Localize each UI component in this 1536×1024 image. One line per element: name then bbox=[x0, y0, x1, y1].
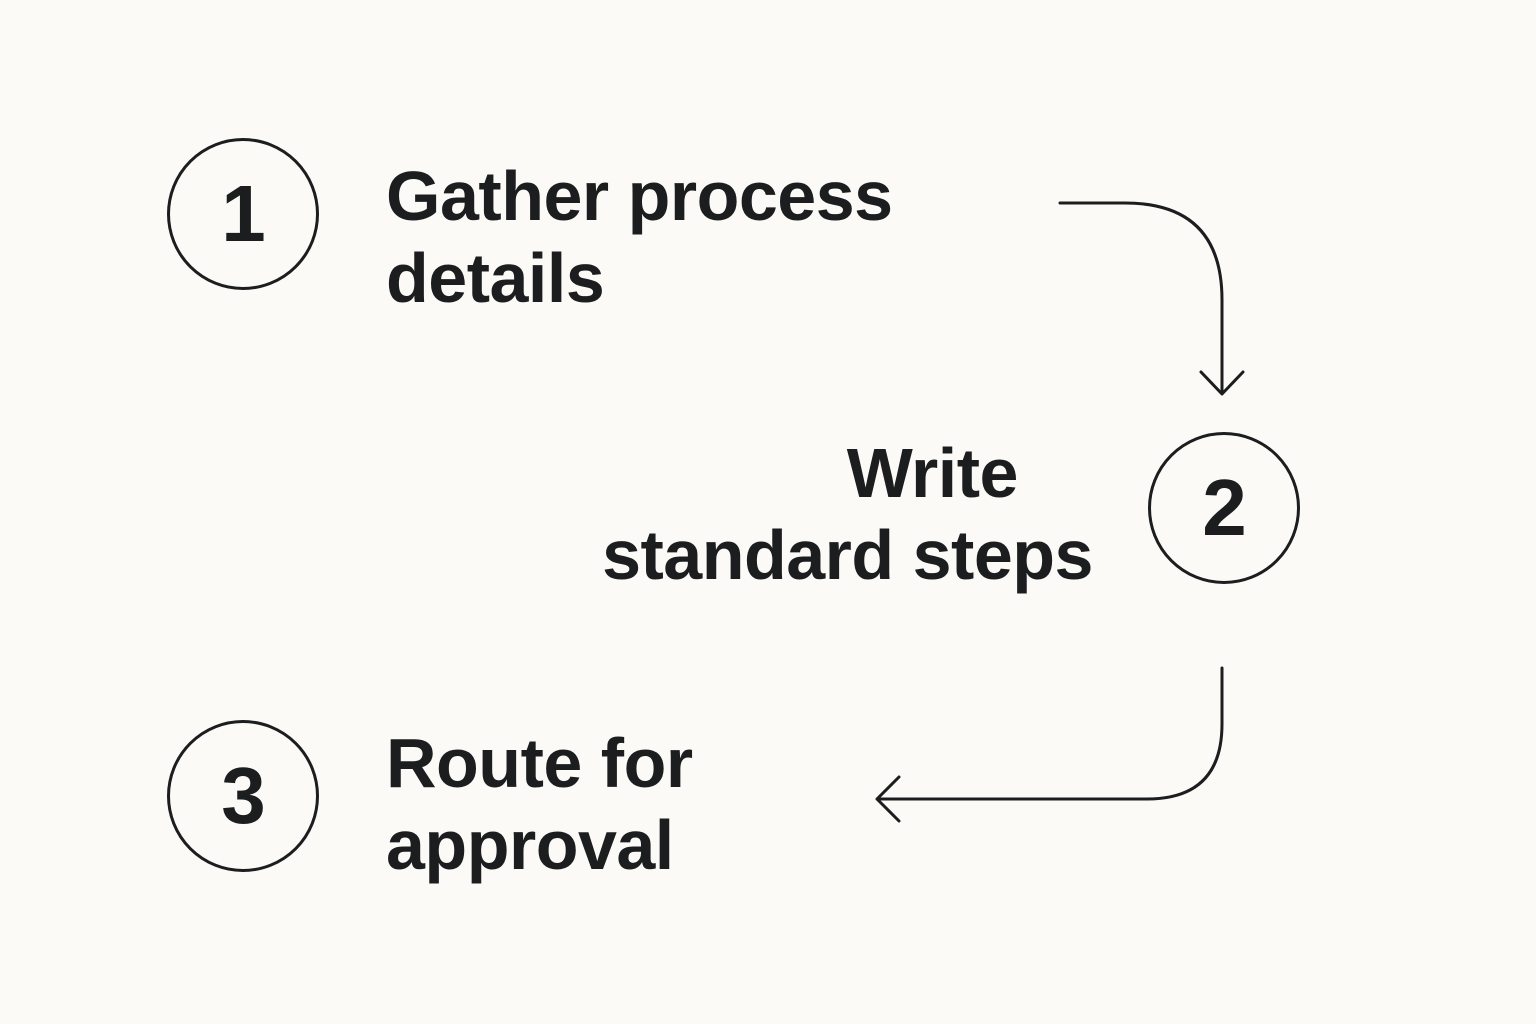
step-3-number: 3 bbox=[221, 751, 265, 840]
arrow-step1-to-step2 bbox=[1058, 201, 1224, 395]
step-3-label-line2: approval bbox=[386, 806, 674, 884]
step-1-badge: 1 bbox=[167, 138, 319, 290]
step-3-label-line1: Route for bbox=[386, 724, 693, 802]
step-2-number: 2 bbox=[1202, 463, 1246, 552]
arrow-step2-to-step3 bbox=[876, 666, 1224, 801]
step-2-label: Write standard steps bbox=[553, 432, 1093, 596]
step-3-badge: 3 bbox=[167, 720, 319, 872]
step-3-label: Route for approval bbox=[386, 722, 693, 886]
arrowhead-down-icon bbox=[1199, 370, 1245, 396]
step-2-label-line2: standard steps bbox=[602, 516, 1093, 594]
arrowhead-left-icon bbox=[875, 775, 901, 823]
step-1-label-line1: Gather process bbox=[386, 157, 893, 235]
step-1-label-line2: details bbox=[386, 239, 605, 317]
step-2-badge: 2 bbox=[1148, 432, 1300, 584]
step-1-number: 1 bbox=[221, 169, 265, 258]
step-2-label-line1: Write bbox=[846, 434, 1019, 512]
step-1-label: Gather process details bbox=[386, 155, 893, 319]
